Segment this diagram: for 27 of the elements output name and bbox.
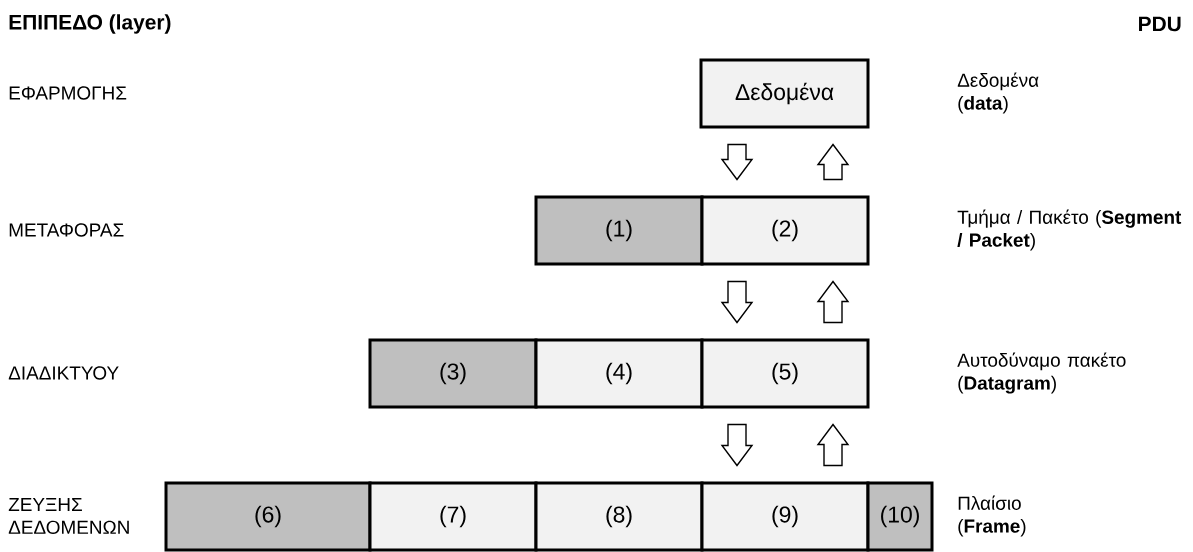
packet-field-box: (7) [368, 481, 538, 552]
hollow-arrow [816, 143, 850, 181]
column-header: ΕΠΙΠΕΔΟ (layer) [9, 14, 171, 34]
packet-field-box: (6) [164, 481, 372, 552]
packet-field-box: (9) [700, 481, 870, 552]
packet-field-box: (5) [700, 338, 870, 409]
layer-name: ΕΦΑΡΜΟΓΗΣ [9, 86, 127, 100]
hollow-arrow [720, 423, 754, 467]
hollow-arrow [816, 280, 850, 324]
packet-field-box: (3) [368, 338, 538, 409]
hollow-arrow [816, 423, 850, 467]
packet-field-box: Δεδομένα [699, 58, 870, 129]
packet-field-box: (2) [700, 195, 870, 266]
packet-field-box: (4) [534, 338, 704, 409]
layer-name: ΔΙΑΔΙΚΤΥΟΥ [8, 366, 119, 380]
layer-name: ΖΕΥΞΗΣ ΔΕΔΟΜΕΝΩΝ [8, 497, 129, 535]
column-header: PDU [1139, 16, 1181, 32]
packet-field-box: (1) [534, 195, 704, 266]
pdu-name: Τμήμα / Πακέτο (Segment / Packet) [957, 209, 1182, 251]
hollow-arrow [720, 280, 754, 324]
packet-field-box: (8) [534, 481, 704, 552]
layer-name: ΜΕΤΑΦΟΡΑΣ [9, 223, 124, 237]
packet-field-box: (10) [866, 481, 934, 552]
pdu-name: Αυτοδύναμο πακέτο (Datagram) [957, 352, 1126, 394]
hollow-arrow [720, 143, 754, 181]
pdu-name: Πλαίσιο (Frame) [958, 495, 1026, 537]
pdu-name: Δεδομένα (data) [957, 72, 1039, 114]
